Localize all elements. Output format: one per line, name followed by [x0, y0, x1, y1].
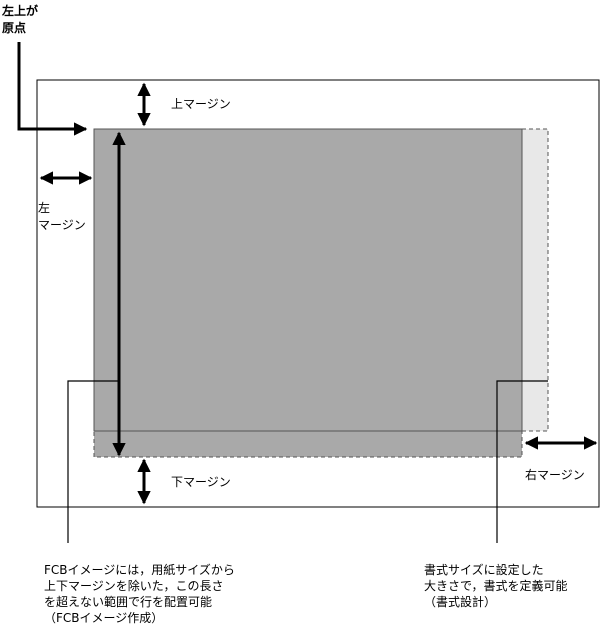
form-note-line: （書式設計）: [424, 594, 496, 609]
fcb-note-line: 上下マージンを除いた，この長さ: [44, 578, 224, 593]
top-margin-label: 上マージン: [171, 97, 231, 111]
origin-label-line2: 原点: [2, 20, 26, 35]
form-note-line: 書式サイズに設定した: [424, 562, 544, 577]
form-note-line: 大きさで，書式を定義可能: [424, 578, 568, 593]
left-margin-label-line1: 左: [38, 200, 50, 215]
bottom-margin-label: 下マージン: [171, 475, 231, 489]
fcb-image-area: [93, 128, 523, 432]
left-margin-label-line2: マージン: [38, 218, 86, 232]
fcb-note-line: FCBイメージには，用紙サイズから: [44, 562, 235, 577]
form-size-extension-area: [521, 128, 549, 432]
right-margin-label: 右マージン: [525, 467, 585, 482]
fcb-note-leader-line: [67, 380, 119, 543]
fcb-note-line: （FCBイメージ作成）: [44, 611, 163, 625]
origin-arrow: [17, 42, 88, 136]
origin-label-line1: 左上が: [1, 3, 38, 18]
form-bottom-extension-area: [93, 430, 523, 458]
form-note-leader-line: [496, 380, 548, 543]
fcb-note-line: を超えない範囲で行を配置可能: [44, 594, 212, 609]
